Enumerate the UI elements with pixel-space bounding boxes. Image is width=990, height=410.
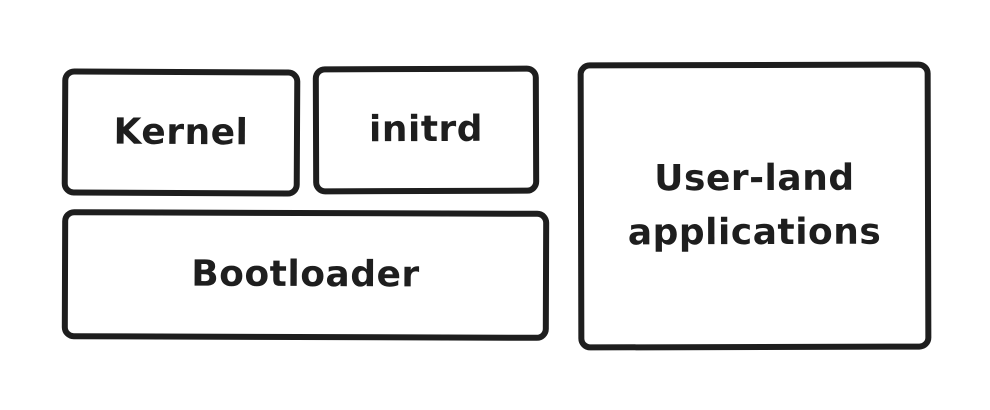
initrd-box: initrd (312, 65, 540, 195)
bootloader-box: Bootloader (61, 209, 550, 341)
kernel-box: Kernel (61, 68, 301, 197)
userland-applications-box: User-land applications (577, 61, 932, 351)
kernel-label: Kernel (113, 111, 249, 153)
bootloader-label: Bootloader (191, 253, 420, 296)
userland-applications-label: User-land applications (627, 157, 882, 254)
initrd-label: initrd (368, 108, 484, 151)
